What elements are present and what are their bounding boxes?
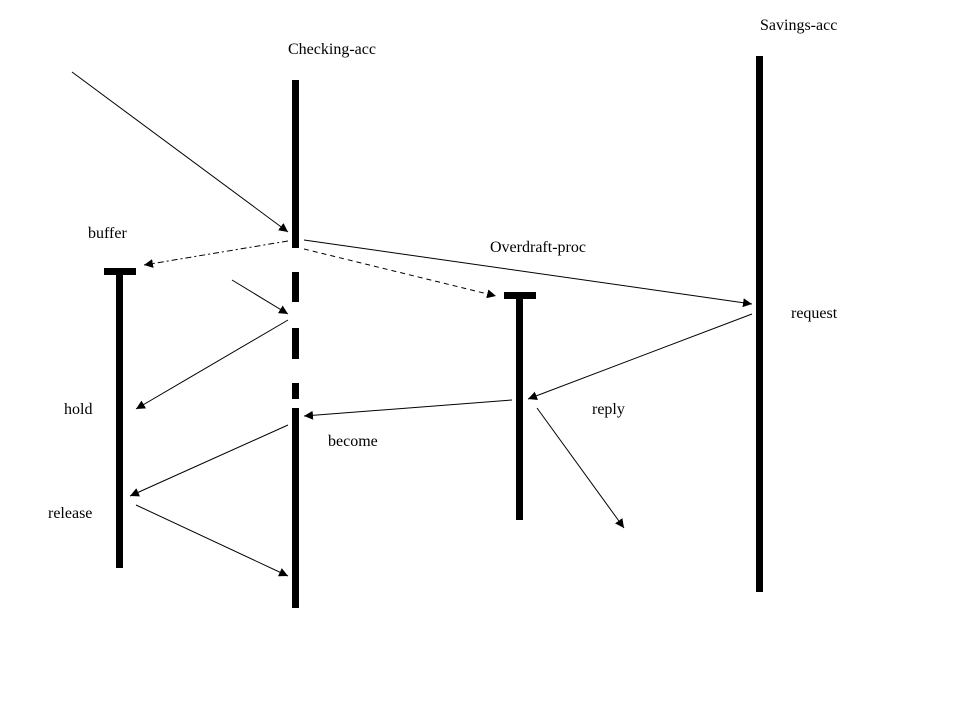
buffer-label: buffer <box>88 225 127 242</box>
checking-acc-lifeline-segment <box>292 80 299 248</box>
release-arrow <box>129 424 289 497</box>
checking-acc-lifeline-segment <box>292 408 299 608</box>
hold-arrow <box>135 319 289 410</box>
overdraft-proc-lifeline <box>504 292 536 520</box>
create-overdraft-proc-arrow <box>303 248 497 299</box>
overdraft-proc-label: Overdraft-proc <box>490 239 586 256</box>
overdraft-proc-lifeline-bar <box>516 292 523 520</box>
incoming-message-arrow <box>71 71 289 233</box>
savings-acc-label: Savings-acc <box>760 17 838 34</box>
checking-acc-lifeline <box>292 80 299 608</box>
release-label: release <box>48 505 93 522</box>
become-arrow <box>303 399 513 420</box>
request-arrow <box>303 239 753 308</box>
become-label: become <box>328 433 378 450</box>
overdraft-outgoing-arrow <box>536 407 625 529</box>
reply-arrow <box>527 313 753 401</box>
checking-acc-label: Checking-acc <box>288 41 376 58</box>
reply-label: reply <box>592 401 625 418</box>
request-label: request <box>791 305 838 322</box>
savings-acc-lifeline <box>756 56 763 592</box>
checking-acc-lifeline-segment <box>292 383 299 399</box>
checking-acc-lifeline-segment <box>292 272 299 302</box>
buffer-return-arrow <box>135 504 289 577</box>
checking-acc-lifeline-segment <box>292 328 299 359</box>
incoming-message-2-arrow <box>231 279 289 315</box>
create-buffer-arrow <box>143 240 289 268</box>
buffer-lifeline <box>104 268 136 568</box>
buffer-lifeline-bar <box>116 268 123 568</box>
hold-label: hold <box>64 401 93 418</box>
